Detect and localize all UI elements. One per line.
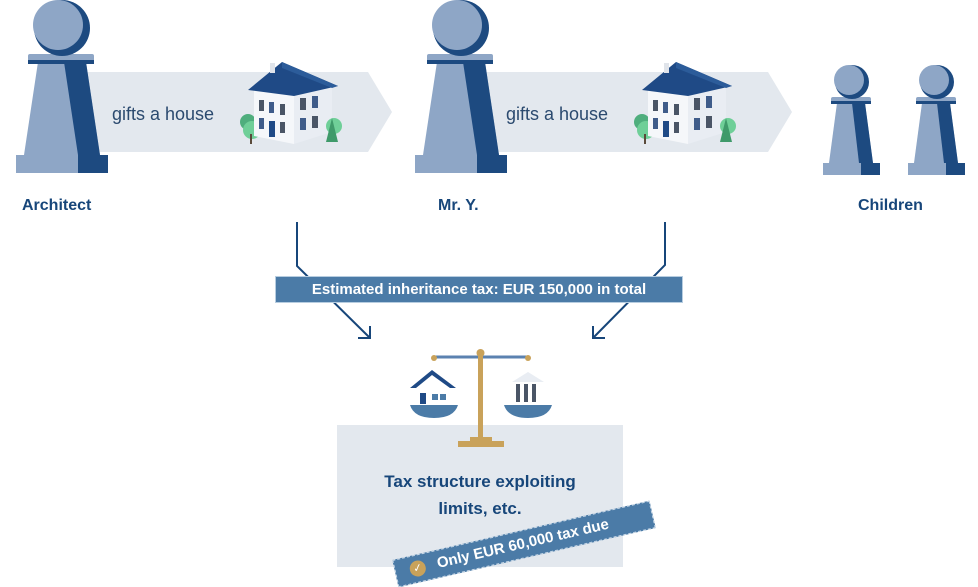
child-pawn-icon-1 [823,65,880,175]
result-line-2: limits, etc. [438,499,522,518]
transfer-label-2: gifts a house [506,104,609,124]
child-pawn-icon-2 [908,65,965,175]
estimated-tax-banner: Estimated inheritance tax: EUR 150,000 i… [275,276,683,303]
actor-label-architect: Architect [22,197,92,214]
arrow-right-to-scale [592,222,666,339]
result-box-text: Tax structure exploiting limits, etc. [337,468,623,522]
actor-label-children: Children [858,197,923,214]
actor-label-mr-y: Mr. Y. [438,197,479,214]
result-line-1: Tax structure exploiting [384,472,576,491]
scale-icon [410,349,552,447]
check-icon: ✓ [408,558,428,579]
transfer-label-1: gifts a house [112,104,215,124]
arrow-left-to-scale [296,222,371,339]
